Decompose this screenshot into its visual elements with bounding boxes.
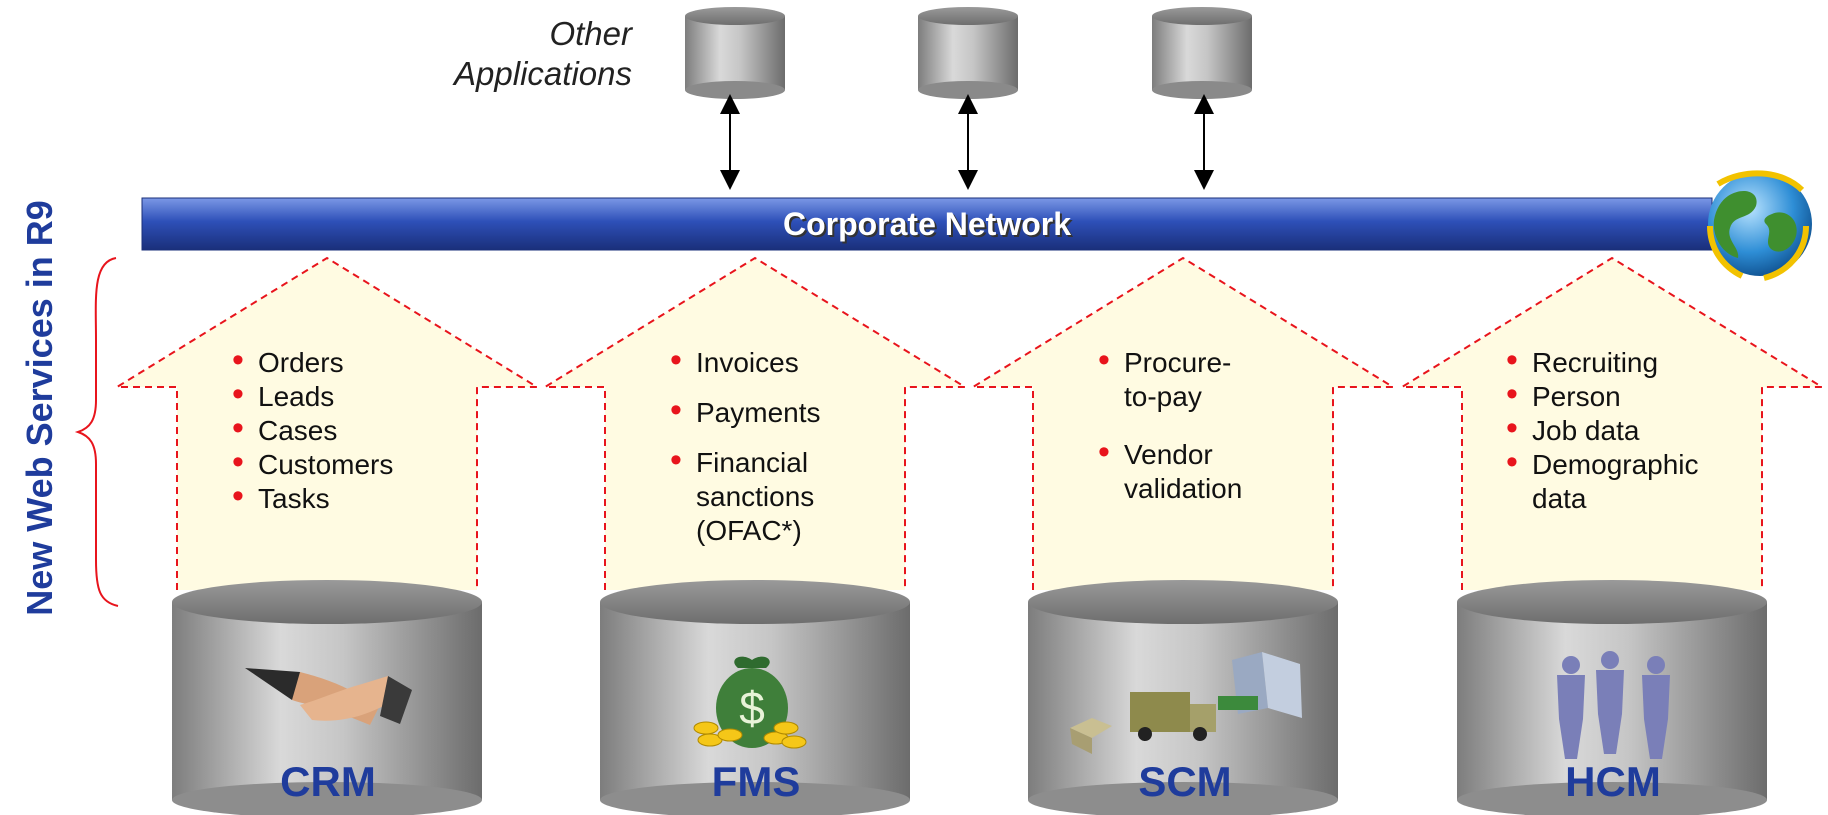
service-item: Procure-to-pay	[1098, 343, 1258, 414]
side-brace	[74, 257, 119, 607]
module-database-cylinder	[172, 580, 482, 815]
network-label: Corporate Network	[782, 205, 1072, 242]
hcm-services-list: RecruitingPersonJob dataDemographic data	[1506, 343, 1736, 516]
fms-services-list: InvoicesPaymentsFinancial sanctions (OFA…	[670, 343, 870, 564]
scm-services-list: Procure-to-payVendor validation	[1098, 343, 1258, 530]
network-bar	[141, 197, 1713, 251]
service-item: Orders	[232, 343, 393, 380]
crm-label: CRM	[280, 758, 376, 805]
side-title: New Web Services in R9	[19, 200, 60, 616]
fms-label: FMS	[711, 758, 801, 805]
people-silhouettes-icon	[1557, 651, 1670, 759]
service-item: Cases	[232, 411, 393, 448]
crm-services-list: OrdersLeadsCasesCustomersTasks	[232, 343, 393, 516]
service-flow-arrow	[969, 256, 1397, 590]
service-item: Leads	[232, 377, 393, 414]
service-item: Vendor validation	[1098, 435, 1258, 506]
service-item: Recruiting	[1506, 343, 1736, 380]
delivery-truck-icon	[1070, 652, 1302, 754]
other-applications-line1: Other	[549, 15, 632, 52]
service-item: Customers	[232, 445, 393, 482]
money-bag-icon: $	[693, 656, 807, 749]
service-item: Person	[1506, 377, 1736, 414]
scm-label: SCM	[1138, 758, 1232, 805]
service-item: Invoices	[670, 343, 870, 380]
service-item: Financial sanctions (OFAC*)	[670, 443, 870, 548]
svg-text:$: $	[739, 682, 765, 734]
other-app-cylinder	[918, 7, 1018, 99]
other-applications-label: Other Applications	[454, 14, 632, 94]
other-applications-line2: Applications	[454, 55, 632, 92]
handshake-icon	[245, 668, 412, 725]
other-app-cylinder	[1152, 7, 1252, 99]
other-app-cylinder	[685, 7, 785, 99]
service-item: Demographic data	[1506, 445, 1736, 516]
service-item: Job data	[1506, 411, 1736, 448]
service-item: Tasks	[232, 479, 393, 516]
globe-icon	[1707, 170, 1812, 281]
hcm-label: HCM	[1565, 758, 1661, 805]
service-item: Payments	[670, 393, 870, 430]
